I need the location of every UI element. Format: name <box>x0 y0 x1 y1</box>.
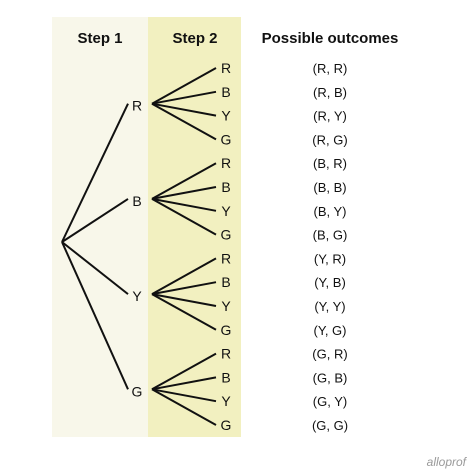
edge-b-to-g <box>151 198 217 236</box>
outcome-item: (R, B) <box>313 85 347 100</box>
edge-r-to-g <box>151 102 217 141</box>
step2-node-b-y: Y <box>221 203 231 219</box>
edge-b-to-b <box>151 186 217 200</box>
outcome-item: (Y, Y) <box>314 299 345 314</box>
edge-root-to-y <box>61 241 129 295</box>
step1-node-r: R <box>132 98 142 114</box>
outcomes-list: (R, R) (R, B) (R, Y) (R, G) (B, R) (B, B) (B, … <box>312 61 348 433</box>
edge-g-to-g <box>151 388 217 426</box>
step2-node-y-r: R <box>221 250 231 266</box>
edge-root-to-b <box>61 198 129 243</box>
edge-y-to-b <box>151 281 217 296</box>
step2-node-g-b: B <box>221 369 230 385</box>
step1-node-y: Y <box>132 288 142 304</box>
outcome-item: (R, R) <box>313 61 348 76</box>
step2-node-y-g: G <box>221 322 232 338</box>
outcome-item: (R, G) <box>312 132 347 147</box>
edge-r-to-b <box>151 90 217 105</box>
edge-b-to-r <box>151 162 217 200</box>
step2-node-r-g: G <box>221 131 232 147</box>
tree-edges <box>61 67 217 426</box>
step1-node-b: B <box>132 193 141 209</box>
outcome-item: (G, R) <box>312 347 347 362</box>
step2-node-g-g: G <box>221 417 232 433</box>
outcome-item: (B, B) <box>313 180 346 195</box>
edge-r-to-y <box>151 102 217 117</box>
step1-column-background <box>52 17 148 437</box>
edge-y-to-r <box>151 257 217 295</box>
outcome-item: (Y, R) <box>314 251 346 266</box>
edge-root-to-r <box>61 103 129 243</box>
step2-node-r-b: B <box>221 84 230 100</box>
outcomes-header: Possible outcomes <box>262 30 399 47</box>
step2-node-b-b: B <box>221 179 230 195</box>
step2-node-r-r: R <box>221 60 231 76</box>
outcome-item: (B, Y) <box>314 204 347 219</box>
outcome-item: (Y, B) <box>314 275 346 290</box>
watermark-logo: alloprof <box>427 455 468 469</box>
step2-node-y-b: B <box>221 274 230 290</box>
outcome-item: (G, B) <box>313 370 348 385</box>
step1-header: Step 1 <box>77 30 122 47</box>
edge-y-to-y <box>151 293 217 307</box>
edge-g-to-r <box>151 352 217 391</box>
outcome-item: (B, G) <box>313 228 348 243</box>
edge-y-to-g <box>151 293 217 331</box>
edge-g-to-y <box>151 388 217 403</box>
outcome-item: (Y, G) <box>314 323 347 338</box>
outcome-item: (B, R) <box>313 156 347 171</box>
step2-header: Step 2 <box>172 30 217 47</box>
edge-root-to-g <box>61 241 129 390</box>
edge-b-to-y <box>151 197 217 212</box>
edge-r-to-r <box>151 67 217 105</box>
step2-node-r-y: Y <box>221 108 231 124</box>
step2-node-b-r: R <box>221 155 231 171</box>
step2-column-background <box>148 17 241 437</box>
step2-node-y-y: Y <box>221 298 231 314</box>
step2-node-b-g: G <box>221 227 232 243</box>
step2-node-g-r: R <box>221 346 231 362</box>
outcome-item: (G, Y) <box>313 394 347 409</box>
edge-g-to-b <box>151 376 217 391</box>
outcome-item: (R, Y) <box>313 109 347 124</box>
step2-node-g-y: Y <box>221 393 231 409</box>
outcome-item: (G, G) <box>312 418 348 433</box>
step1-node-g: G <box>132 383 143 399</box>
